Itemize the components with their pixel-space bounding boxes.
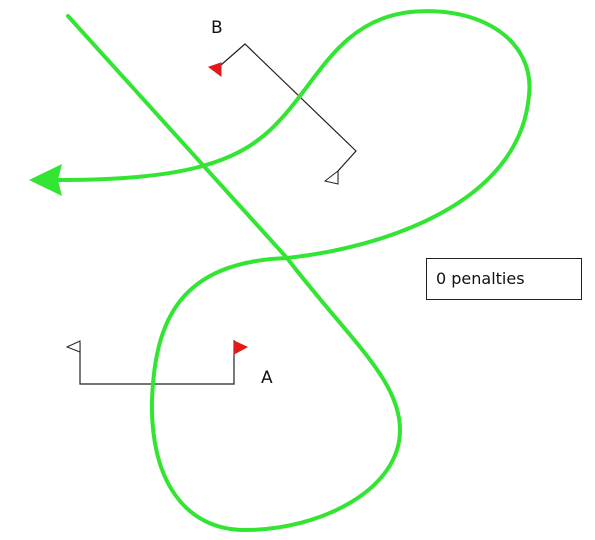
path-line-straight bbox=[66, 14, 289, 260]
gate-a-connector bbox=[79, 340, 235, 385]
white-flag-icon bbox=[65, 340, 81, 353]
gate-b bbox=[207, 43, 357, 185]
path-line-loop bbox=[53, 9, 532, 532]
gate-b-label: B bbox=[211, 18, 223, 38]
red-flag-icon bbox=[207, 62, 222, 77]
arrowhead-icon bbox=[29, 164, 62, 196]
red-flag-icon bbox=[233, 340, 249, 355]
gate-a-label: A bbox=[261, 368, 273, 388]
white-flag-icon bbox=[323, 169, 339, 185]
penalty-counter: 0 penalties bbox=[426, 258, 582, 300]
course-path bbox=[29, 9, 532, 532]
gate-a bbox=[65, 340, 249, 385]
